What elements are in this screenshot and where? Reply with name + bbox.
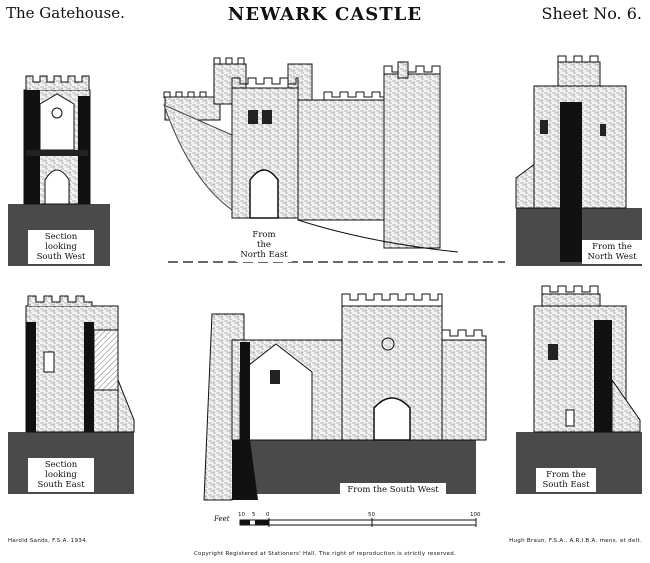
header-left: The Gatehouse. <box>6 4 125 22</box>
scale-label: Feet <box>214 515 230 523</box>
scale-tick-0: 0 <box>266 512 270 518</box>
label-south-east: From the South East <box>536 468 596 492</box>
footer-left-credit: Harold Sands, F.S.A. 1934. <box>8 538 88 544</box>
gatehouse-view-north-west <box>515 55 642 266</box>
scale-tick-100: 100 <box>470 512 481 518</box>
scale-tick-10: 10 <box>238 512 245 518</box>
label-section-south-east: Section looking South East <box>28 458 94 492</box>
gatehouse-view-south-west <box>203 293 487 501</box>
copyright-notice: Copyright Registered at Stationers' Hall… <box>193 551 457 557</box>
gatehouse-view-south-east <box>516 285 642 494</box>
scale-bar <box>239 518 477 527</box>
scale-tick-50: 50 <box>368 512 375 518</box>
footer-right-credit: Hugh Braun, F.S.A., A.R.I.B.A. mens. et … <box>509 538 642 544</box>
label-south-west: From the South West <box>340 483 446 497</box>
label-north-west: From the North West <box>582 240 642 264</box>
sheet-number: Sheet No. 6. <box>541 4 642 23</box>
scale-tick-5: 5 <box>252 512 256 518</box>
gatehouse-section-south-west <box>8 75 110 266</box>
label-north-east: From the North East <box>236 228 292 262</box>
label-section-south-west: Section looking South West <box>28 230 94 264</box>
gatehouse-view-north-east <box>163 57 505 263</box>
sheet-title: NEWARK CASTLE <box>227 4 423 25</box>
